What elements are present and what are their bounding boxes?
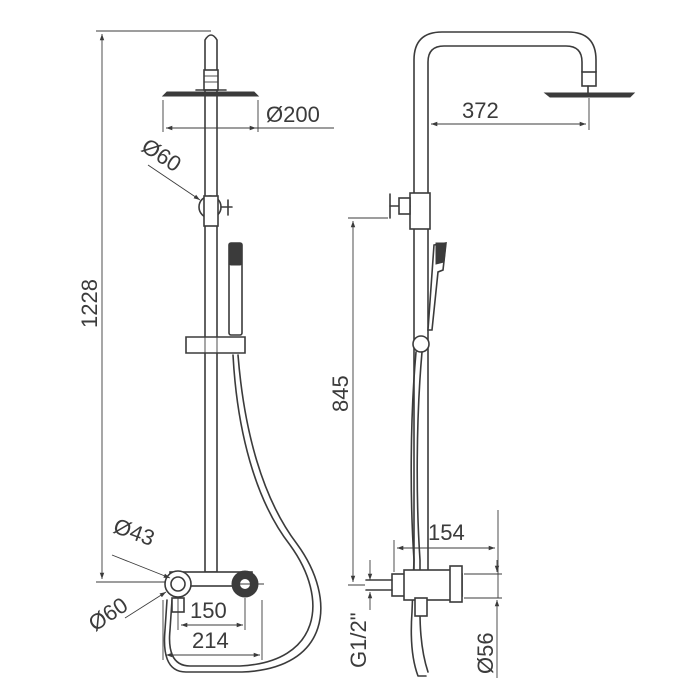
front-riser-pipe [204, 34, 218, 573]
front-total-height-label: 1228 [77, 279, 102, 328]
front-bar-diameter-label: Ø43 [110, 513, 158, 551]
front-holder-diameter-label: Ø60 [137, 133, 185, 177]
front-bar-leader [111, 554, 171, 579]
front-inlet-spacing-label: 150 [190, 598, 227, 623]
side-thread-label: G1/2" [346, 612, 371, 668]
side-view: 372 845 154 G1/2" [328, 31, 636, 678]
front-shower-head [161, 91, 260, 97]
side-mixer-to-holder-label: 845 [328, 375, 353, 412]
side-slide-knob [412, 335, 430, 353]
front-mixer-width-label: 214 [192, 628, 229, 653]
side-escutcheon-diameter-label: Ø56 [473, 632, 498, 674]
side-escutcheon [449, 565, 463, 603]
front-mixer-leader [124, 591, 167, 619]
side-holder-clamp [409, 192, 431, 230]
front-shower-hose [168, 354, 314, 667]
front-head-diameter-label: Ø200 [266, 102, 320, 127]
side-mixer-depth-label: 154 [428, 520, 465, 545]
side-head-connector [581, 71, 597, 87]
front-head-connector [203, 69, 219, 91]
side-riser-and-arm [413, 31, 597, 583]
side-shower-head [543, 92, 636, 98]
front-left-escutcheon [164, 570, 192, 598]
front-mixer-diameter-label: Ø60 [84, 592, 132, 636]
front-view: Ø200 Ø60 Ø43 Ø60 [77, 30, 334, 673]
side-arm-reach-label: 372 [462, 98, 499, 123]
front-slide-bracket [185, 336, 246, 354]
front-holder-leader [147, 164, 201, 201]
